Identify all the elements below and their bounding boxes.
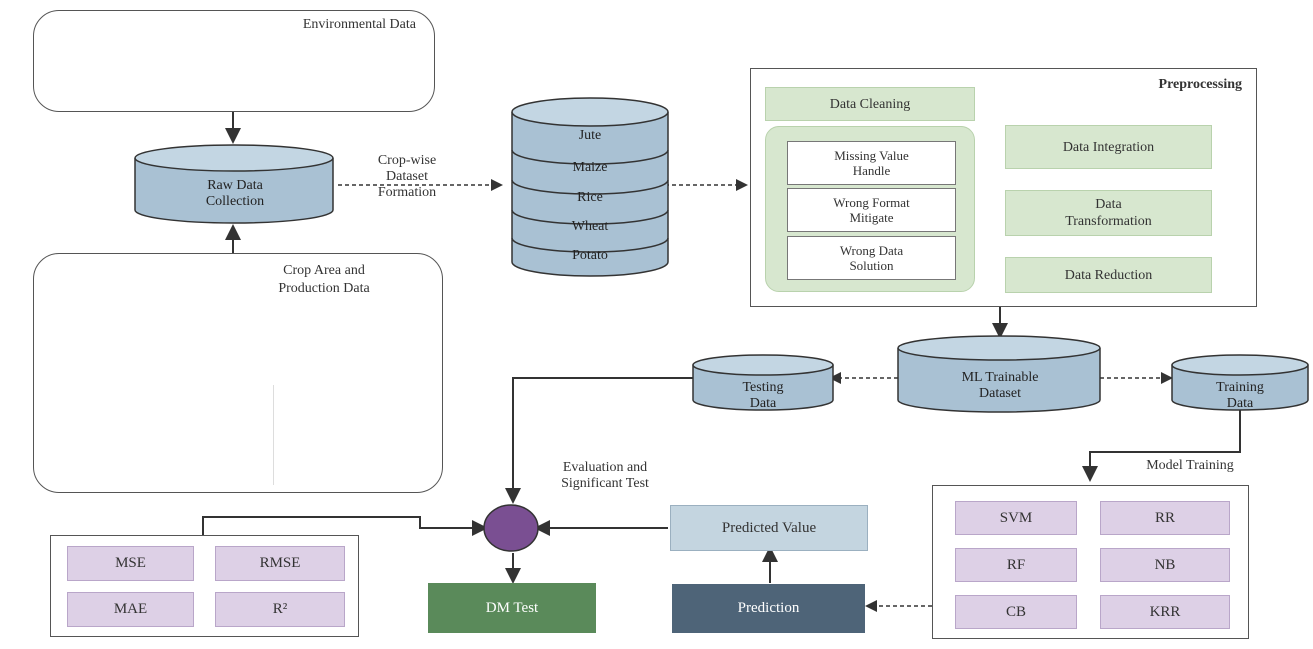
crop-database-cylinder [511,97,669,277]
environmental-data-title: Environmental Data [302,17,416,32]
arrow-testing-to-evaluation [505,377,693,504]
training-data-cylinder [1171,354,1309,411]
db-layer-potato: Potato [572,248,608,263]
crop-divider [273,385,274,485]
predicted-value-box: Predicted Value [670,505,868,551]
prediction-box: Prediction [672,584,865,633]
metric-mse: MSE [67,546,194,581]
preprocessing-title: Preprocessing [1158,77,1242,92]
ml-dataset-cylinder [897,335,1101,413]
arrow-training-to-models [1082,405,1241,482]
metric-mae: MAE [67,592,194,627]
db-layer-rice: Rice [577,190,603,205]
raw-data-cylinder [134,144,334,224]
arrow-metrics-to-evaluation [202,516,488,536]
model-svm: SVM [955,501,1077,535]
model-nb: NB [1100,548,1230,582]
model-krr: KRR [1100,595,1230,629]
environmental-data-panel: Environmental Data [33,10,435,112]
dm-test-box: DM Test [428,583,596,633]
db-layer-wheat: Wheat [571,219,609,234]
model-rr: RR [1100,501,1230,535]
data-integration-box: Data Integration [1005,125,1212,169]
db-layer-jute: Jute [578,128,602,143]
db-layer-maize: Maize [572,160,608,175]
model-cb: CB [955,595,1077,629]
evaluation-node [483,504,539,552]
data-cleaning-box: Data Cleaning [765,87,975,121]
testing-data-cylinder [692,354,834,411]
model-training-label: Model Training [1146,458,1234,473]
data-reduction-box: Data Reduction [1005,257,1212,293]
metric-r2: R² [215,592,345,627]
metric-rmse: RMSE [215,546,345,581]
model-rf: RF [955,548,1077,582]
